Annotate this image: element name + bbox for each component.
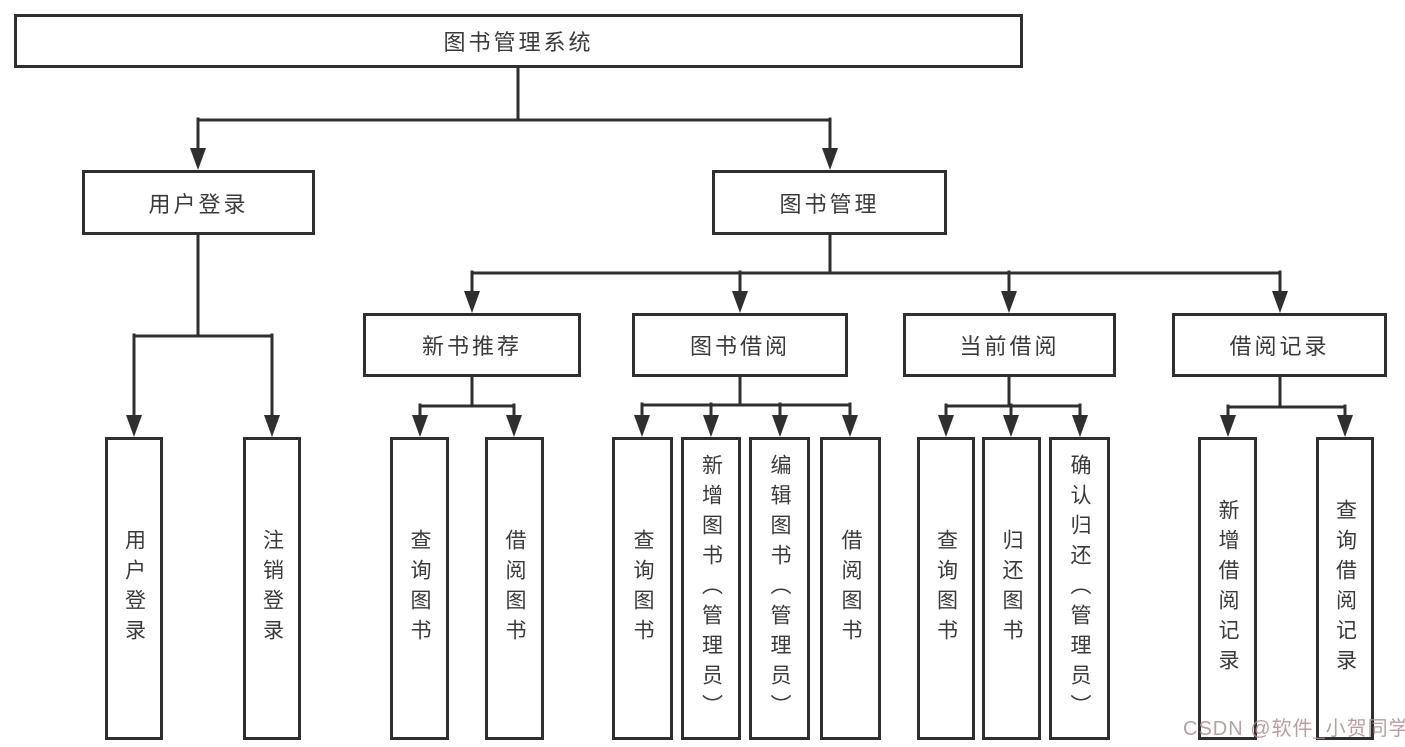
leaf-user-login: 用户登录 [105,437,163,740]
node-library-system: 图书管理系统 [14,14,1023,68]
leaf-return-books: 归还图书 [982,437,1041,740]
leaf-borrow-books-recommendation: 借阅图书 [485,437,544,740]
leaf-edit-books-admin: 编辑图书（管理员） [749,437,810,740]
node-book-management: 图书管理 [712,170,947,235]
node-new-book-recommendation: 新书推荐 [363,313,581,377]
leaf-search-books-recommendation: 查询图书 [390,437,449,740]
node-borrowing-records: 借阅记录 [1172,313,1387,377]
leaf-confirm-return-admin: 确认归还（管理员） [1049,437,1110,740]
leaf-add-borrowing-record: 新增借阅记录 [1198,437,1257,740]
leaf-search-borrowing-record: 查询借阅记录 [1316,437,1374,740]
leaf-add-books-admin: 新增图书（管理员） [681,437,741,740]
watermark-text: CSDN @软件_小贺同学 [1183,718,1405,740]
leaf-borrow-books-borrowing: 借阅图书 [820,437,881,740]
node-user-login: 用户登录 [82,170,315,235]
node-book-borrowing: 图书借阅 [632,313,848,377]
leaf-search-books-borrowing: 查询图书 [612,437,673,740]
leaf-logout: 注销登录 [243,437,301,740]
leaf-search-books-current: 查询图书 [917,437,975,740]
node-current-borrowing: 当前借阅 [903,313,1116,377]
